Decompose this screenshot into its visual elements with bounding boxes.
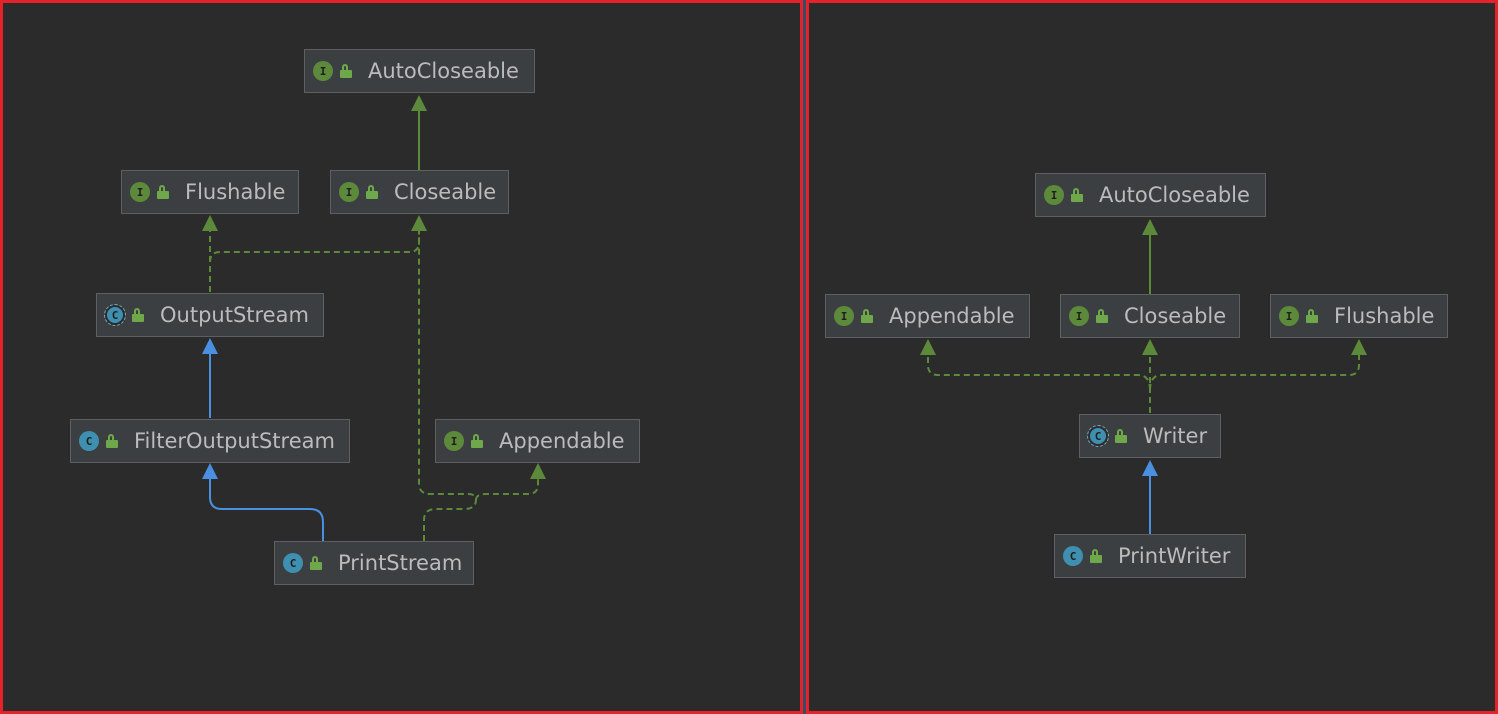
edge-printwriter-to-writer: [1142, 460, 1158, 534]
lock-icon: [1071, 188, 1083, 202]
node-label: PrintWriter: [1118, 544, 1231, 568]
edge-writer-to-appendable: [920, 339, 1151, 391]
lock-icon: [366, 185, 378, 199]
interface-icon: I: [130, 182, 150, 202]
lock-icon: [1096, 309, 1108, 323]
node-autocloseable-right[interactable]: I AutoCloseable: [1035, 173, 1266, 217]
left-diagram-panel: [0, 0, 803, 714]
node-printstream[interactable]: C PrintStream: [274, 541, 474, 585]
node-closeable[interactable]: I Closeable: [330, 170, 509, 214]
node-writer[interactable]: C Writer: [1079, 414, 1221, 458]
node-label: AutoCloseable: [1099, 183, 1250, 207]
interface-icon: I: [1279, 306, 1299, 326]
edge-printstream-to-closeable: [418, 222, 478, 541]
class-icon: C: [79, 431, 99, 451]
interface-icon: I: [339, 182, 359, 202]
abstract-class-icon: C: [1087, 425, 1109, 447]
edge-closeable-to-autocloseable-right: [1142, 219, 1158, 294]
edge-filteroutputstream-to-outputstream: [202, 338, 218, 418]
edge-writer-to-flushable: [1149, 339, 1367, 391]
node-printwriter[interactable]: C PrintWriter: [1054, 534, 1246, 578]
lock-icon: [861, 309, 873, 323]
lock-icon: [310, 556, 322, 570]
node-flushable-right[interactable]: I Flushable: [1270, 294, 1448, 338]
lock-icon: [471, 434, 483, 448]
lock-icon: [340, 64, 352, 78]
interface-icon: I: [1069, 306, 1089, 326]
node-appendable-right[interactable]: I Appendable: [825, 294, 1030, 338]
node-label: Closeable: [394, 180, 497, 204]
node-label: PrintStream: [338, 551, 463, 575]
node-flushable[interactable]: I Flushable: [121, 170, 299, 214]
interface-icon: I: [834, 306, 854, 326]
node-label: Closeable: [1124, 304, 1227, 328]
class-icon: C: [283, 553, 303, 573]
interface-icon: I: [1044, 185, 1064, 205]
lock-icon: [1306, 309, 1318, 323]
node-label: Writer: [1143, 424, 1208, 448]
interface-icon: I: [313, 61, 333, 81]
edge-closeable-to-autocloseable: [411, 95, 427, 170]
lock-icon: [132, 308, 144, 322]
node-label: FilterOutputStream: [134, 429, 335, 453]
node-label: AutoCloseable: [368, 59, 519, 83]
node-filteroutputstream[interactable]: C FilterOutputStream: [70, 419, 350, 463]
edge-writer-to-closeable: [1142, 339, 1158, 413]
panel-divider: [803, 0, 806, 714]
edge-printstream-to-filteroutputstream: [202, 463, 324, 541]
node-label: Flushable: [1334, 304, 1435, 328]
edge-outputstream-to-closeable: [209, 215, 427, 263]
interface-icon: I: [444, 431, 464, 451]
node-outputstream[interactable]: C OutputStream: [96, 293, 324, 337]
edge-printstream-to-appendable: [475, 463, 546, 501]
node-label: Flushable: [185, 180, 286, 204]
node-appendable[interactable]: I Appendable: [435, 419, 640, 463]
lock-icon: [106, 434, 118, 448]
lock-icon: [157, 185, 169, 199]
lock-icon: [1090, 549, 1102, 563]
right-diagram-panel: [806, 0, 1498, 714]
class-icon: C: [1063, 546, 1083, 566]
node-label: OutputStream: [160, 303, 309, 327]
node-label: Appendable: [499, 429, 625, 453]
abstract-class-icon: C: [104, 304, 126, 326]
node-closeable-right[interactable]: I Closeable: [1060, 294, 1240, 338]
node-autocloseable[interactable]: I AutoCloseable: [304, 49, 535, 93]
lock-icon: [1115, 429, 1127, 443]
node-label: Appendable: [889, 304, 1015, 328]
